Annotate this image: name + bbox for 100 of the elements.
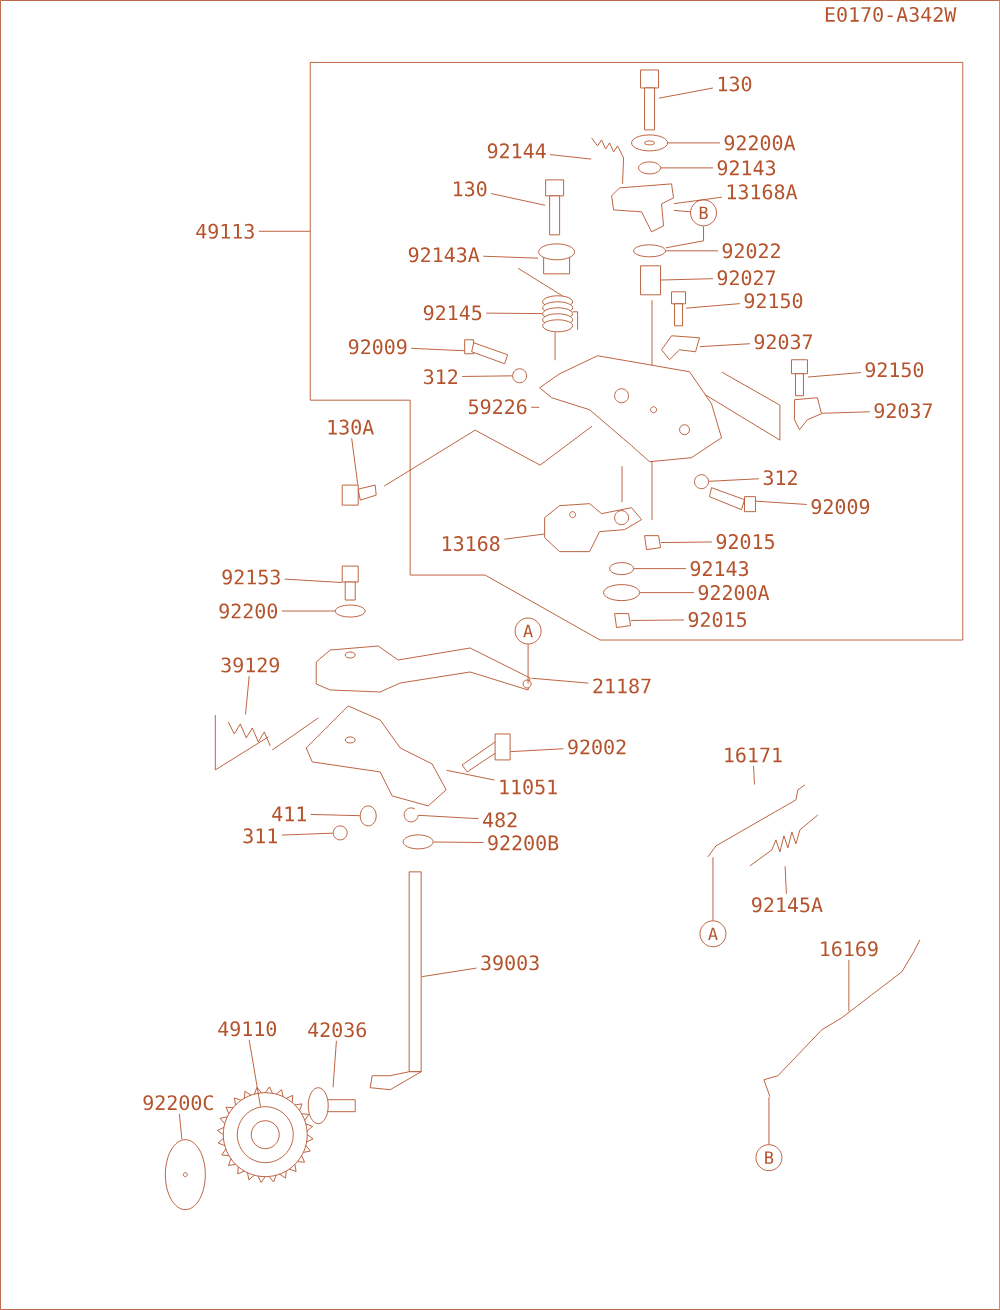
gear bbox=[216, 1086, 314, 1183]
nut bbox=[512, 368, 527, 384]
clip bbox=[403, 807, 419, 823]
bolt bbox=[545, 179, 564, 236]
callout-number: 92009 bbox=[348, 339, 407, 355]
leader-line bbox=[673, 210, 691, 213]
leader-line bbox=[673, 196, 723, 205]
callout-number: 411 bbox=[272, 806, 306, 822]
leader-line bbox=[482, 255, 539, 259]
bolt bbox=[640, 69, 659, 131]
callout-number: 130 bbox=[453, 181, 487, 197]
leader-line bbox=[708, 478, 760, 482]
bracket bbox=[793, 397, 822, 431]
leader-line bbox=[639, 592, 695, 594]
callout-number: 92002 bbox=[568, 739, 626, 755]
nut bbox=[614, 613, 631, 629]
leader-line bbox=[752, 765, 755, 785]
washer bbox=[633, 244, 666, 258]
disk bbox=[164, 1139, 206, 1211]
leader-line bbox=[281, 610, 336, 612]
leader-line bbox=[848, 959, 850, 1012]
plate bbox=[539, 355, 722, 463]
washer bbox=[638, 161, 661, 175]
leader-line bbox=[433, 841, 484, 843]
spring bbox=[749, 814, 819, 867]
callout-number: 92200A bbox=[698, 585, 770, 601]
callout-number: 482 bbox=[482, 812, 517, 828]
leader-line bbox=[685, 303, 741, 309]
bracket bbox=[611, 183, 674, 233]
callout-number: 39129 bbox=[221, 657, 279, 673]
leader-line bbox=[510, 748, 564, 753]
bolt bbox=[671, 291, 686, 327]
leader-line bbox=[660, 278, 714, 281]
leader-line bbox=[784, 865, 787, 895]
leader-line bbox=[248, 1039, 261, 1108]
circled-letter: A bbox=[699, 920, 727, 948]
leader-line bbox=[281, 832, 334, 836]
callout-number: 92015 bbox=[716, 534, 774, 550]
callout-number: 130A bbox=[328, 419, 374, 435]
leader-line bbox=[530, 406, 540, 408]
leader-line bbox=[485, 312, 543, 315]
leader-line bbox=[665, 250, 719, 252]
rod bbox=[369, 871, 422, 1091]
rod bbox=[763, 939, 921, 1098]
callout-number: 92009 bbox=[811, 499, 870, 515]
leader-line bbox=[755, 500, 808, 505]
leader-line bbox=[351, 437, 359, 486]
lever bbox=[315, 645, 532, 693]
callout-number: 92150 bbox=[865, 362, 924, 378]
spring bbox=[591, 137, 624, 185]
nut bbox=[644, 535, 661, 551]
callout-number: 59226 bbox=[468, 399, 527, 415]
leader-line bbox=[244, 675, 250, 715]
drawing-code: E0170-A342W bbox=[825, 6, 957, 22]
spring bbox=[214, 714, 271, 771]
callout-number: 92200A bbox=[724, 135, 796, 151]
callout-number: 39003 bbox=[481, 955, 539, 971]
leader-line bbox=[660, 167, 714, 169]
callout-number: 92022 bbox=[722, 243, 780, 259]
leader-line bbox=[665, 225, 704, 249]
callout-number: 13168A bbox=[727, 184, 798, 200]
leader-line bbox=[699, 343, 751, 348]
callout-number: 92143 bbox=[717, 160, 775, 176]
leader-line bbox=[630, 619, 685, 621]
leader-line bbox=[410, 347, 465, 352]
bolt bbox=[790, 359, 808, 397]
leader-line bbox=[531, 677, 589, 684]
bolt bbox=[461, 733, 511, 773]
leader-line bbox=[258, 230, 311, 232]
pin bbox=[307, 1087, 356, 1125]
leader-line bbox=[821, 411, 871, 414]
leader-line bbox=[332, 1040, 337, 1088]
washer bbox=[359, 805, 377, 827]
leader-line bbox=[461, 375, 513, 377]
bracket bbox=[661, 335, 700, 361]
nut bbox=[332, 825, 348, 841]
callout-number: 92200B bbox=[488, 835, 559, 851]
callout-number: 92015 bbox=[688, 612, 746, 628]
callout-number: 92200 bbox=[219, 603, 277, 619]
callout-number: 92143A bbox=[408, 247, 480, 263]
bracket bbox=[544, 503, 642, 553]
callout-number: 92144 bbox=[487, 143, 546, 159]
leader-line bbox=[446, 769, 495, 781]
spacer bbox=[640, 265, 661, 296]
leader-line bbox=[549, 154, 592, 160]
callout-number: 21187 bbox=[593, 678, 651, 694]
leader-line bbox=[712, 856, 714, 921]
leader-line bbox=[310, 814, 361, 817]
leader-line bbox=[667, 142, 721, 144]
collar bbox=[538, 243, 575, 275]
bolt bbox=[708, 487, 756, 513]
bolt bbox=[341, 565, 359, 601]
leader-line bbox=[490, 193, 546, 206]
leader-line bbox=[807, 372, 862, 378]
callout-number: 312 bbox=[423, 369, 457, 385]
leader-line bbox=[503, 533, 545, 540]
callout-number: 11051 bbox=[500, 779, 557, 795]
leader-line bbox=[633, 568, 687, 570]
circled-letter: B bbox=[755, 1144, 783, 1172]
washer bbox=[609, 562, 634, 576]
